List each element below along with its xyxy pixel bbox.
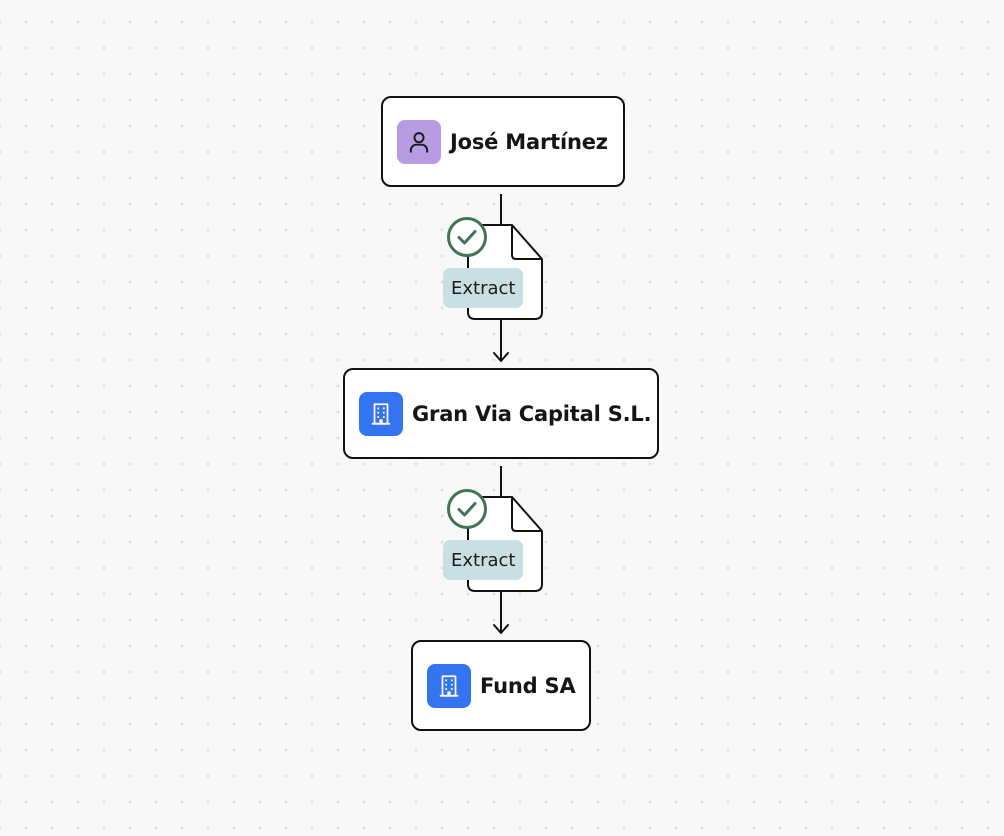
node-gran-via-capital[interactable]: Gran Via Capital S.L. bbox=[343, 368, 659, 459]
edge-label-extract[interactable]: Extract bbox=[443, 540, 524, 580]
person-icon bbox=[397, 119, 441, 164]
edge-1-arrowhead bbox=[493, 352, 509, 362]
node-label: José Martínez bbox=[450, 129, 608, 154]
edge-2-arrowhead bbox=[493, 624, 509, 634]
node-label: Gran Via Capital S.L. bbox=[412, 401, 652, 426]
building-icon bbox=[359, 391, 403, 436]
check-circle-icon bbox=[447, 489, 487, 529]
building-icon bbox=[427, 663, 471, 708]
node-jose-martinez[interactable]: José Martínez bbox=[381, 96, 625, 187]
node-fund-sa[interactable]: Fund SA bbox=[411, 640, 591, 731]
check-circle-icon bbox=[447, 217, 487, 257]
node-label: Fund SA bbox=[480, 673, 576, 698]
edge-label-extract[interactable]: Extract bbox=[443, 268, 524, 308]
